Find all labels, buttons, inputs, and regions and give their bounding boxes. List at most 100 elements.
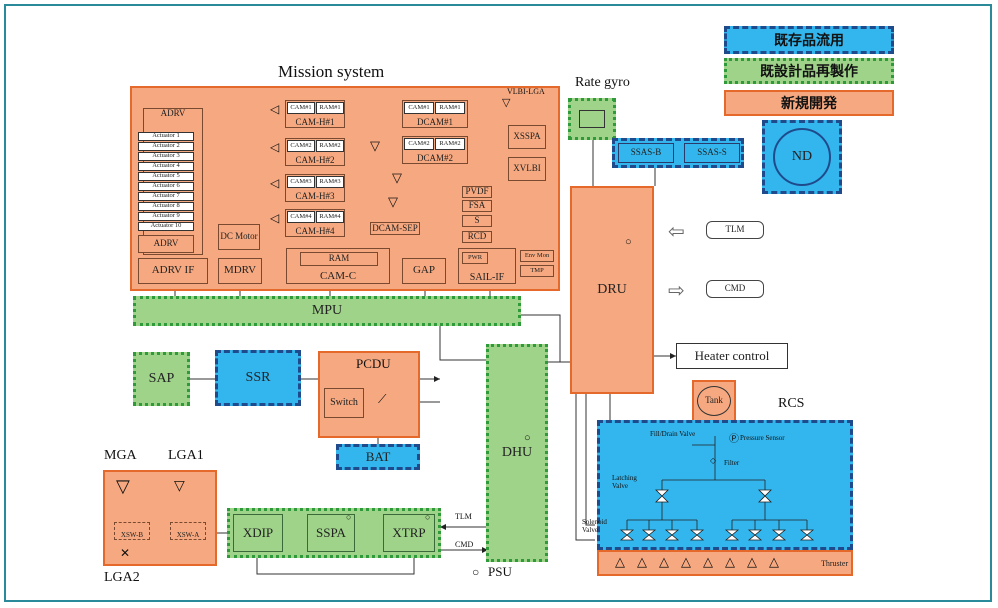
camera-icon: ◁ xyxy=(270,211,280,225)
camera-icon: ◁ xyxy=(270,102,280,116)
xtrp-box: XTRP xyxy=(383,514,435,552)
rcd-box: RCD xyxy=(462,231,492,243)
actuator-item: Actuator 7 xyxy=(138,192,194,201)
actuator-list: Actuator 1 Actuator 2 Actuator 3 Actuato… xyxy=(138,132,194,232)
vlbi-lga-label: VLBI-LGA xyxy=(507,87,545,96)
dhu-box: DHU xyxy=(486,344,548,562)
thruster-block: Thruster xyxy=(597,550,853,576)
rate-gyro-label: Rate gyro xyxy=(575,75,630,90)
pressure-sensor-label: Pressure Sensor xyxy=(740,434,785,442)
mga-antenna-icon: ▽ xyxy=(116,476,130,496)
pvdf-box: PVDF xyxy=(462,186,492,198)
nd-block: ND xyxy=(762,120,842,194)
switch-box: Switch xyxy=(324,388,364,418)
mga-label: MGA xyxy=(104,448,137,463)
dcam2-ram: RAM#2 xyxy=(435,138,465,150)
cam2-box: CAM#2 xyxy=(287,140,315,152)
adrv-box: ADRV xyxy=(138,235,194,253)
dcam2-cam: CAM#2 xyxy=(404,138,434,150)
dcam-antenna-icon: ▽ xyxy=(370,138,380,153)
adrv-if-box: ADRV IF xyxy=(138,258,208,284)
tank-block: Tank xyxy=(692,380,736,422)
nd-label: ND xyxy=(773,128,831,186)
ssr-box: SSR xyxy=(215,350,301,406)
pcdu-label: PCDU xyxy=(356,356,391,371)
rcs-piping xyxy=(619,436,815,541)
tlm-line-label: TLM xyxy=(455,512,472,521)
dru-box: DRU xyxy=(570,186,654,394)
xtrp-indicator-icon: ○ xyxy=(425,512,431,522)
dru-indicator-icon: ○ xyxy=(625,236,632,248)
psu-label: PSU xyxy=(488,564,512,579)
sspa-box: SSPA xyxy=(307,514,355,552)
antenna-block xyxy=(103,470,217,566)
dhu-indicator-icon: ○ xyxy=(524,432,531,444)
legend-redesign: 既設計品再製作 xyxy=(724,58,894,84)
sap-box: SAP xyxy=(133,352,190,406)
rate-gyro-box xyxy=(568,98,616,140)
actuator-item: Actuator 2 xyxy=(138,142,194,151)
ssas-s-box: SSAS-S xyxy=(684,143,740,163)
latching-label: Latching Valve xyxy=(612,474,637,490)
actuator-item: Actuator 3 xyxy=(138,152,194,161)
dcam-antenna-icon: ▽ xyxy=(392,170,402,185)
cam-h3-box: CAM-H#3 xyxy=(285,174,345,202)
dc-motor-box: DC Motor xyxy=(218,224,260,250)
dcam-sep-box: DCAM-SEP xyxy=(370,222,420,235)
dcam1-ram: RAM#1 xyxy=(435,102,465,114)
thruster-nozzle-icons: △△△△△△△△ xyxy=(615,554,791,569)
camera-icon: ◁ xyxy=(270,176,280,190)
solenoid-label: Solenoid Valve xyxy=(582,518,607,534)
camera-icon: ◁ xyxy=(270,140,280,154)
gyro-icon xyxy=(579,110,605,128)
ram3-box: RAM#3 xyxy=(316,176,344,188)
actuator-item: Actuator 9 xyxy=(138,212,194,221)
xdip-box: XDIP xyxy=(233,514,283,552)
tank-label: Tank xyxy=(697,386,731,416)
pressure-sensor-icon: Ⓟ xyxy=(729,434,739,445)
actuator-item: Actuator 10 xyxy=(138,222,194,231)
legend-new: 新規開発 xyxy=(724,90,894,116)
bat-box: BAT xyxy=(336,444,420,470)
xsw-b-box: XSW-B xyxy=(114,522,150,540)
actuator-item: Actuator 5 xyxy=(138,172,194,181)
tlm-arrow-icon: ⇦ xyxy=(668,221,685,243)
actuator-item: Actuator 6 xyxy=(138,182,194,191)
gap-box: GAP xyxy=(402,258,446,284)
ssas-b-box: SSAS-B xyxy=(618,143,674,163)
filter-icon: ◇ xyxy=(710,456,717,465)
lga1-antenna-icon: ▽ xyxy=(174,479,185,494)
thruster-label: Thruster xyxy=(821,559,849,568)
heater-control-box: Heater control xyxy=(676,343,788,369)
ram1-box: RAM#1 xyxy=(316,102,344,114)
xvlbi-box: XVLBI xyxy=(508,157,546,181)
ram2-box: RAM#2 xyxy=(316,140,344,152)
actuator-item: Actuator 8 xyxy=(138,202,194,211)
rcs-label: RCS xyxy=(778,396,805,411)
xsspa-box: XSSPA xyxy=(508,125,546,149)
lga1-label: LGA1 xyxy=(168,448,204,463)
actuator-item: Actuator 4 xyxy=(138,162,194,171)
pwr-box: PWR xyxy=(462,252,488,264)
tmp-box: TMP xyxy=(520,265,554,277)
vlbi-antenna-icon: ▽ xyxy=(502,97,511,109)
ram4-box: RAM#4 xyxy=(316,211,344,223)
lga2-antenna-icon: ✕ xyxy=(120,546,131,560)
dcam1-cam: CAM#1 xyxy=(404,102,434,114)
lga2-label: LGA2 xyxy=(104,570,140,585)
cmd-pill: CMD xyxy=(706,280,764,298)
dcam-sep-icon: ▽ xyxy=(388,194,398,209)
rcs-block xyxy=(597,420,853,550)
fill-drain-label: Fill/Drain Valve xyxy=(650,430,696,438)
mpu-box: MPU xyxy=(133,296,521,326)
filter-label: Filter xyxy=(724,459,740,467)
mission-title: Mission system xyxy=(278,62,385,81)
xsw-a-box: XSW-A xyxy=(170,522,206,540)
switch-icon: ⟋ xyxy=(378,392,387,406)
ram-box: RAM xyxy=(300,252,378,266)
cam1-box: CAM#1 xyxy=(287,102,315,114)
cmd-arrow-icon: ⇨ xyxy=(668,280,685,302)
sspa-indicator-icon: ○ xyxy=(346,512,352,522)
cmd-line-label: CMD xyxy=(455,540,474,549)
tlm-pill: TLM xyxy=(706,221,764,239)
